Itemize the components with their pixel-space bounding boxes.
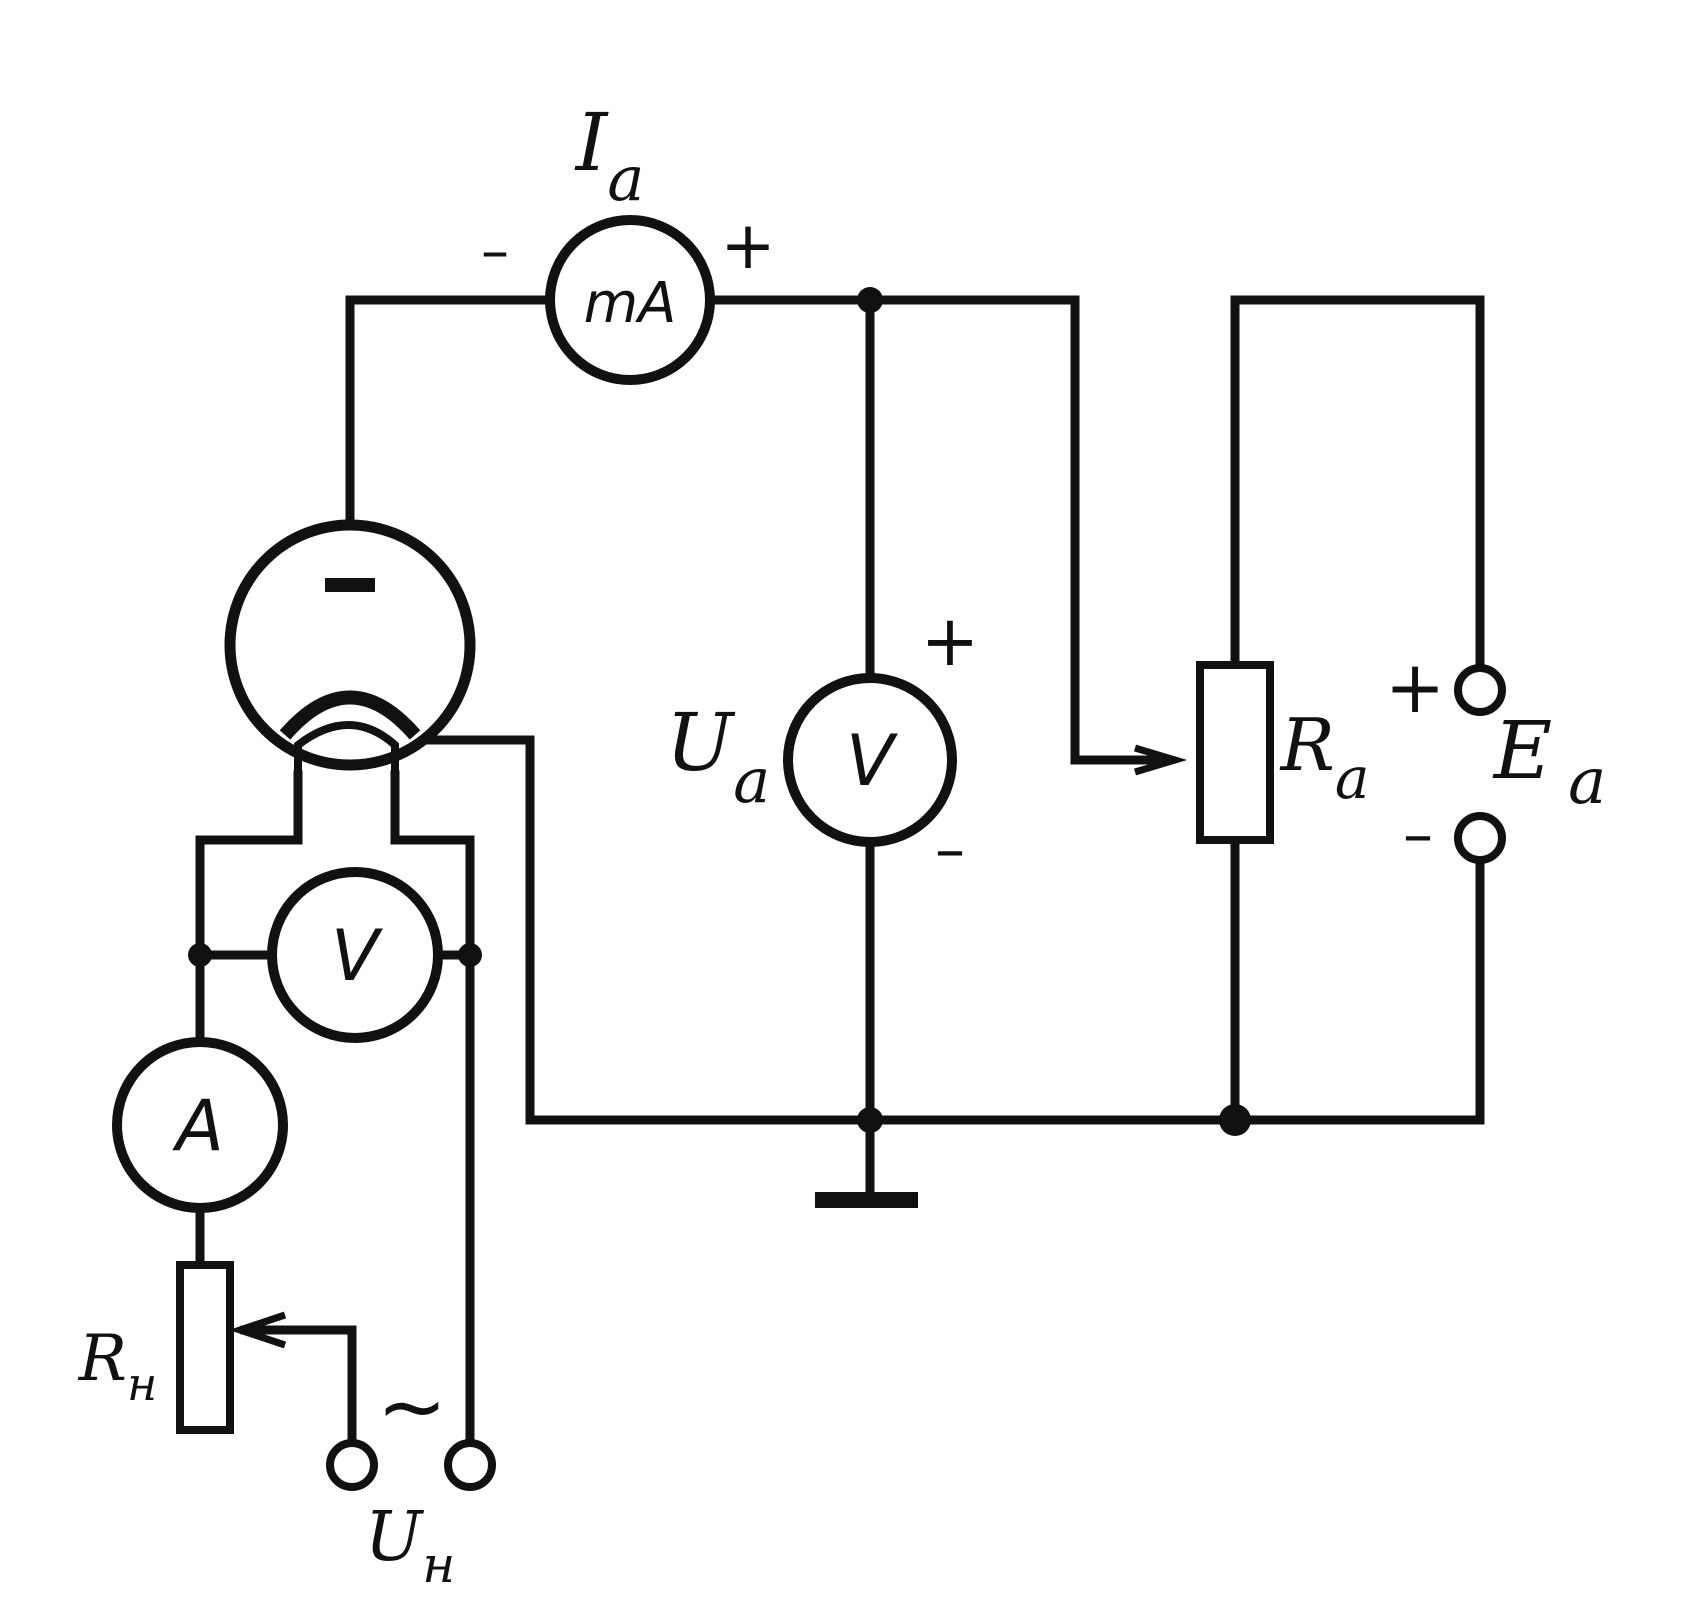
- wire-filament-right: [390, 770, 475, 1465]
- anode-voltmeter-plus-sign: +: [921, 600, 980, 682]
- filament-ammeter: A: [112, 1037, 288, 1213]
- milliammeter-body: [545, 215, 715, 385]
- rh-wiper-arrow: [228, 1311, 287, 1349]
- wires: [195, 295, 1485, 1465]
- milliammeter-label: mA: [584, 271, 677, 336]
- ea-plus-sign: +: [1385, 645, 1445, 729]
- wire-ra-to-ea-plus: [1230, 295, 1485, 670]
- junction-bottom-va: [857, 1107, 883, 1133]
- tube-filament: [294, 721, 399, 775]
- anode-current-label: Ia: [574, 96, 645, 215]
- tube-cathode-heater: [279, 690, 421, 740]
- filament-rheostat-body: [176, 1261, 234, 1434]
- anode-resistor-body: [1196, 661, 1274, 844]
- milliammeter: mA – + Ia: [481, 96, 776, 385]
- junction-bottom-ra: [1219, 1104, 1251, 1136]
- wire-cathode-lead: [425, 735, 535, 1125]
- ea-plus-terminal: [1454, 664, 1506, 716]
- filament-supply: ~ Uн: [326, 1357, 496, 1594]
- wire-ea-minus: [1230, 855, 1485, 1125]
- filament-terminal-left: [326, 1439, 378, 1491]
- wire-rh-wiper: [240, 1325, 357, 1465]
- junction-filament-left: [188, 943, 212, 967]
- wire-anode-to-milliammeter: [345, 295, 555, 575]
- wire-milliammeter-to-junction: [705, 295, 1165, 765]
- anode-voltmeter: V + – Ua: [666, 600, 980, 885]
- anode-resistor-label: Ra: [1279, 703, 1370, 812]
- tube-envelope: [224, 519, 476, 771]
- ra-wiper-arrow: [1133, 744, 1188, 776]
- filament-resistor-label: Rн: [78, 1322, 158, 1411]
- filament-ammeter-label: A: [172, 1085, 224, 1167]
- anode-resistor: Ra: [1196, 661, 1370, 844]
- filament-voltmeter: V: [267, 867, 443, 1043]
- filament-ammeter-body: [112, 1037, 288, 1213]
- ac-symbol: ~: [377, 1357, 447, 1455]
- ea-minus-sign: –: [1403, 800, 1433, 870]
- milliammeter-minus-sign: –: [481, 219, 509, 284]
- anode-voltmeter-label: V: [846, 720, 898, 802]
- ea-minus-terminal: [1454, 812, 1506, 864]
- filament-voltmeter-label: V: [331, 915, 383, 997]
- vacuum-tube: [224, 519, 476, 775]
- filament-rheostat: Rн: [78, 1261, 234, 1434]
- filament-voltage-label: Uн: [365, 1498, 455, 1594]
- anode-voltmeter-minus-sign: –: [935, 815, 965, 885]
- junction-top: [857, 287, 883, 313]
- wire-filament-left: [195, 770, 303, 960]
- junction-dots: [188, 287, 1251, 1136]
- junction-filament-right: [458, 943, 482, 967]
- anode-voltage-label: Ua: [666, 696, 770, 817]
- filament-terminal-right: [444, 1439, 496, 1491]
- filament-voltmeter-body: [267, 867, 443, 1043]
- anode-voltmeter-body: [783, 673, 957, 847]
- milliammeter-plus-sign: +: [720, 207, 775, 284]
